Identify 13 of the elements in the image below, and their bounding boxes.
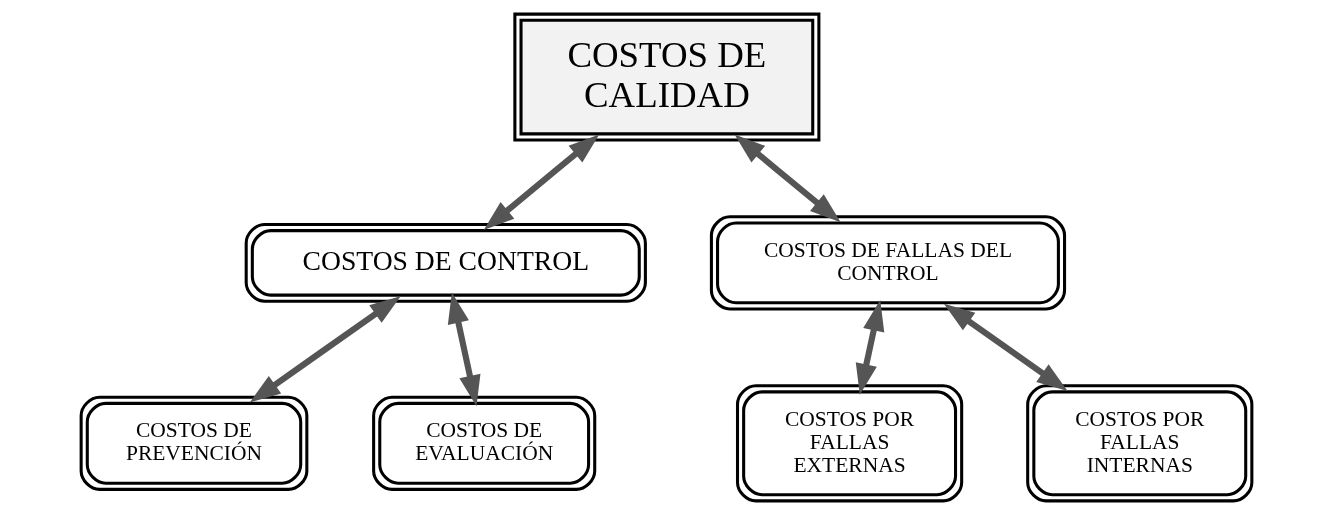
arrow (734, 134, 841, 223)
node-box: COSTOS DE FALLAS DEL CONTROL (709, 215, 1067, 311)
arrow (249, 296, 401, 403)
node-box: COSTOS POR FALLAS INTERNAS (1026, 384, 1254, 503)
arrow (447, 292, 481, 407)
node-box: COSTOS POR FALLAS EXTERNAS (735, 384, 964, 503)
node-box: COSTOS DE PREVENCIÓN (79, 395, 309, 491)
arrow (855, 300, 885, 395)
arrow (943, 303, 1068, 391)
node-box: COSTOS DE EVALUACIÓN (372, 395, 597, 491)
node-box: COSTOS DE CONTROL (244, 222, 647, 303)
arrow (483, 134, 600, 230)
node-box: COSTOS DE CALIDAD (513, 12, 821, 142)
